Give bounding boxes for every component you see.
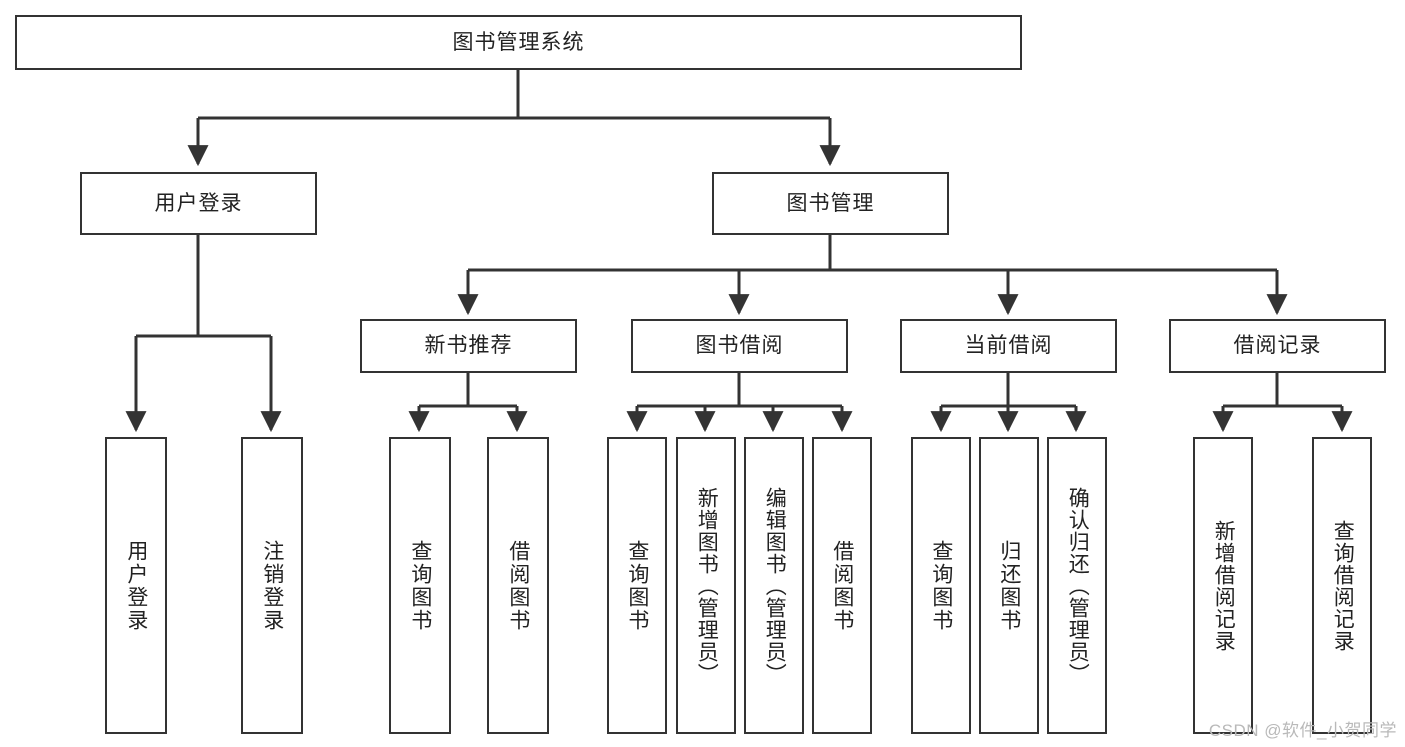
node-label: 用户登录 xyxy=(124,539,148,632)
node-label: 借阅图书 xyxy=(506,539,530,632)
node-leaf-user-login[interactable]: 用户登录 xyxy=(105,437,167,734)
node-leaf-confirm-return-admin[interactable]: 确认归还（管理员） xyxy=(1047,437,1107,734)
node-label: 新增图书（管理员） xyxy=(695,486,719,685)
node-label: 编辑图书（管理员） xyxy=(763,486,787,685)
node-label: 归还图书 xyxy=(997,539,1021,632)
node-label: 图书管理 xyxy=(786,191,875,215)
node-leaf-query-book-recommend[interactable]: 查询图书 xyxy=(389,437,451,734)
node-label: 查询借阅记录 xyxy=(1331,519,1355,652)
node-label: 图书管理系统 xyxy=(452,30,585,54)
node-leaf-add-borrow-record[interactable]: 新增借阅记录 xyxy=(1193,437,1253,734)
node-leaf-borrow-book-recommend[interactable]: 借阅图书 xyxy=(487,437,549,734)
node-leaf-query-book-borrow[interactable]: 查询图书 xyxy=(607,437,667,734)
node-label: 注销登录 xyxy=(260,539,284,632)
node-label: 确认归还（管理员） xyxy=(1066,486,1090,685)
node-book-management[interactable]: 图书管理 xyxy=(712,172,949,235)
node-label: 新书推荐 xyxy=(424,334,513,358)
node-label: 图书借阅 xyxy=(695,334,784,358)
node-leaf-query-borrow-record[interactable]: 查询借阅记录 xyxy=(1312,437,1372,734)
node-leaf-edit-book-admin[interactable]: 编辑图书（管理员） xyxy=(744,437,804,734)
node-label: 当前借阅 xyxy=(964,334,1053,358)
node-new-book-recommend[interactable]: 新书推荐 xyxy=(360,319,577,373)
node-book-management-system[interactable]: 图书管理系统 xyxy=(15,15,1022,70)
node-label: 查询图书 xyxy=(929,539,953,632)
node-leaf-borrow-book[interactable]: 借阅图书 xyxy=(812,437,872,734)
node-user-login[interactable]: 用户登录 xyxy=(80,172,317,235)
node-leaf-query-book-current[interactable]: 查询图书 xyxy=(911,437,971,734)
node-label: 查询图书 xyxy=(625,539,649,632)
node-book-borrow[interactable]: 图书借阅 xyxy=(631,319,848,373)
node-leaf-add-book-admin[interactable]: 新增图书（管理员） xyxy=(676,437,736,734)
node-label: 查询图书 xyxy=(408,539,432,632)
node-label: 用户登录 xyxy=(154,191,243,215)
node-current-borrow[interactable]: 当前借阅 xyxy=(900,319,1117,373)
node-label: 借阅记录 xyxy=(1233,334,1322,358)
node-leaf-return-book[interactable]: 归还图书 xyxy=(979,437,1039,734)
node-label: 新增借阅记录 xyxy=(1212,519,1236,652)
node-borrow-record[interactable]: 借阅记录 xyxy=(1169,319,1386,373)
node-leaf-logout-login[interactable]: 注销登录 xyxy=(241,437,303,734)
csdn-watermark: CSDN @软件_小贺同学 xyxy=(1208,721,1397,740)
node-label: 借阅图书 xyxy=(830,539,854,632)
